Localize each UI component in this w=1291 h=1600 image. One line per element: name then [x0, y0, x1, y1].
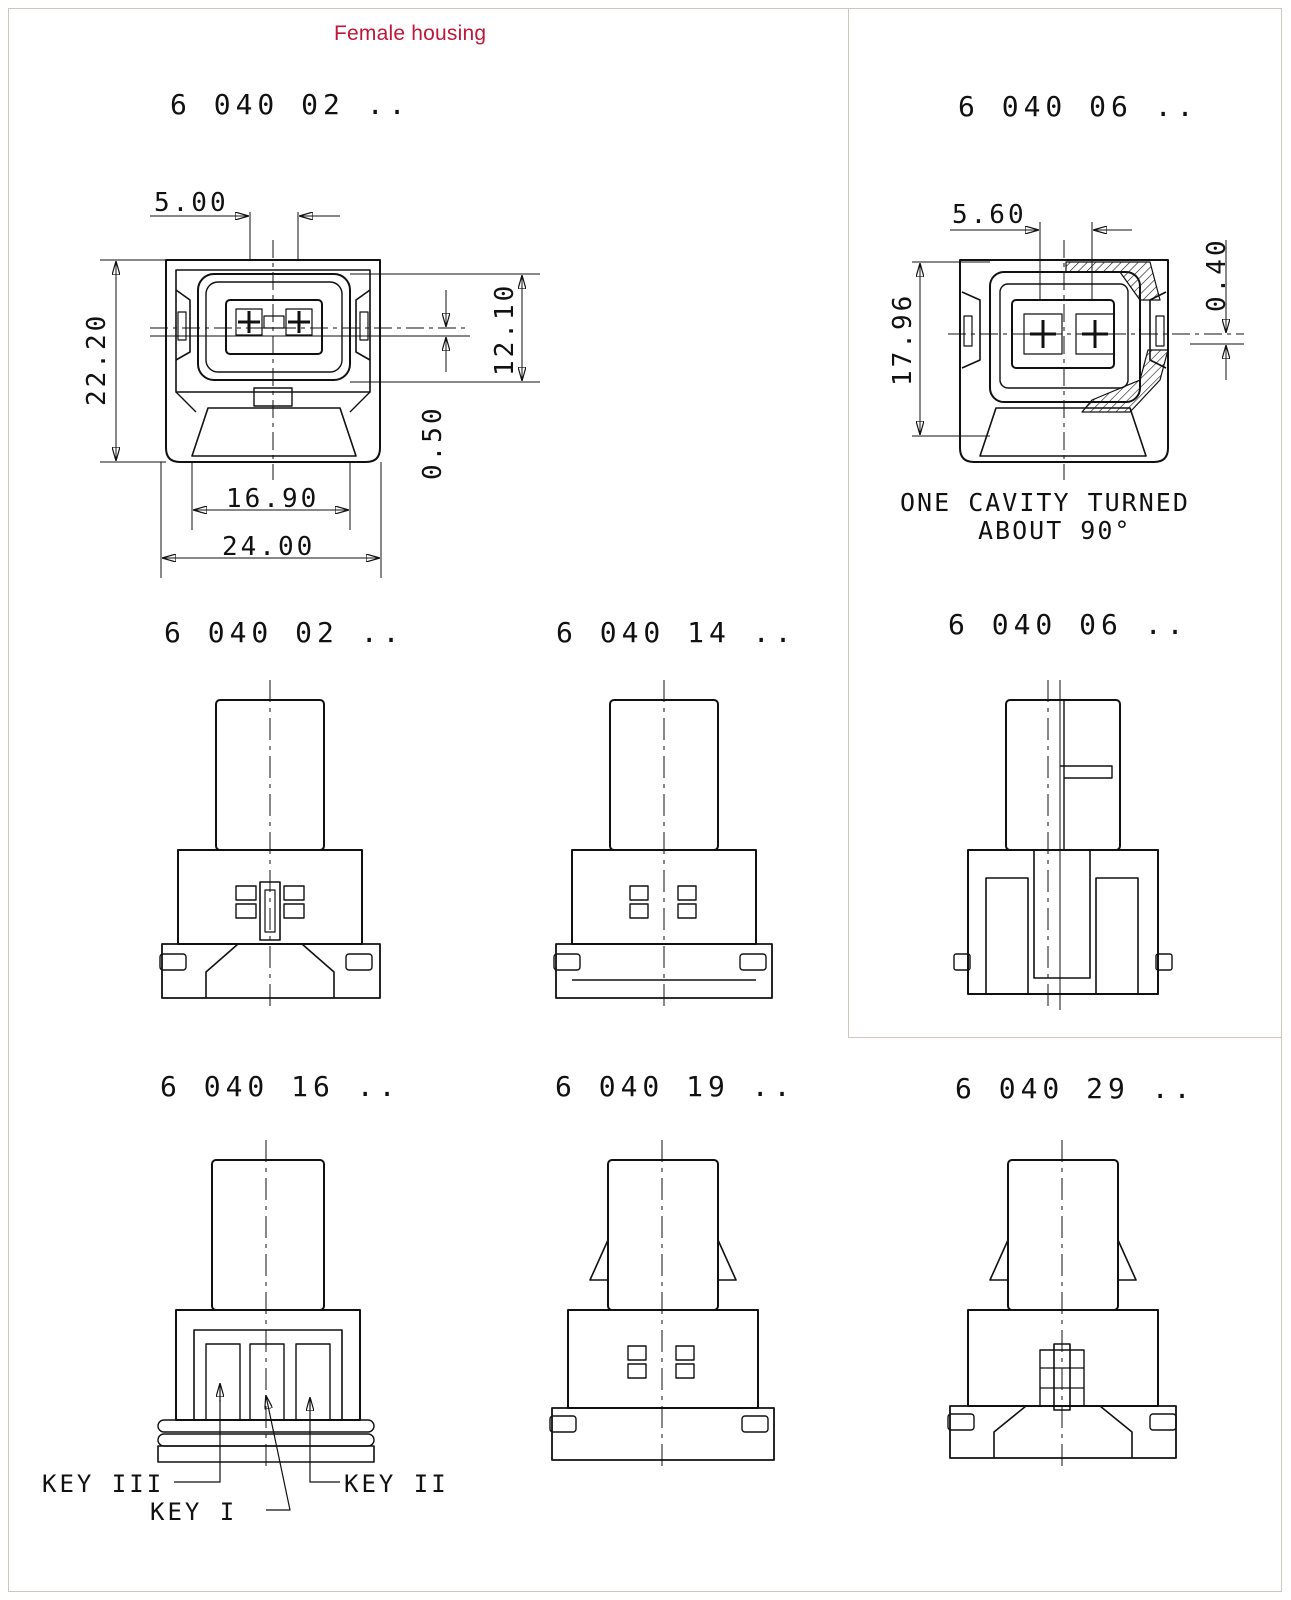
dimension-5-60: 5.60 — [952, 200, 1027, 230]
part-number-side-3: 6 040 06 .. — [948, 608, 1189, 641]
note-line-2: ABOUT 90° — [978, 516, 1132, 545]
side-view-4 — [157, 1140, 375, 1511]
page-title: Female housing — [334, 22, 487, 45]
note-line-1: ONE CAVITY TURNED — [900, 488, 1190, 517]
right-panel-frame — [848, 8, 1282, 1038]
side-view-3 — [953, 680, 1173, 1010]
dimension-5-00: 5.00 — [154, 188, 229, 218]
part-number-side-1: 6 040 02 .. — [164, 616, 405, 649]
side-view-5 — [549, 1140, 775, 1472]
part-number-side-4: 6 040 16 .. — [160, 1070, 401, 1103]
key-label-2: KEY II — [344, 1470, 449, 1498]
front-view-left — [100, 212, 540, 578]
part-number-side-5: 6 040 19 .. — [555, 1070, 796, 1103]
part-number-side-2: 6 040 14 .. — [556, 616, 797, 649]
part-number-front-right: 6 040 06 .. — [958, 90, 1199, 123]
part-number-side-6: 6 040 29 .. — [955, 1072, 1196, 1105]
outer-frame — [8, 8, 1282, 1592]
side-view-2 — [553, 680, 773, 1010]
key-label-3: KEY III — [42, 1470, 165, 1498]
front-view-right — [912, 222, 1244, 480]
part-number-front-left: 6 040 02 .. — [170, 88, 411, 121]
side-view-6 — [947, 1140, 1177, 1470]
side-view-1 — [159, 680, 381, 1010]
key-label-1: KEY I — [150, 1498, 238, 1526]
